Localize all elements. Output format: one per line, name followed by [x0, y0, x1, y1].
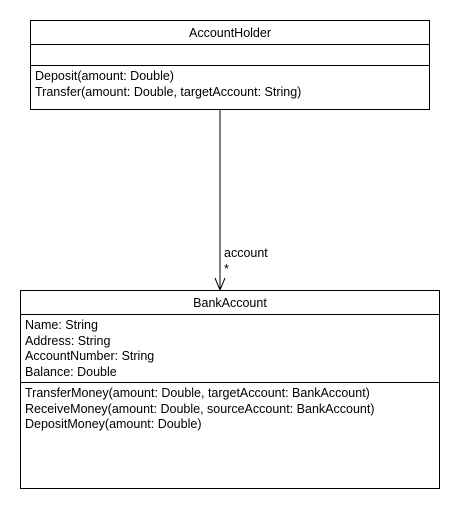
attributes-compartment: Name: String Address: String AccountNumb…	[21, 315, 439, 383]
attribute-balance: Balance: Double	[25, 365, 117, 380]
attribute-account-number: AccountNumber: String	[25, 349, 155, 364]
operation-transfer: Transfer(amount: Double, targetAccount: …	[35, 84, 302, 99]
attribute-address: Address: String	[25, 333, 111, 348]
operation-deposit-money: DepositMoney(amount: Double)	[25, 417, 202, 432]
association-role-label: account	[224, 246, 268, 260]
operation-transfer-money: TransferMoney(amount: Double, targetAcco…	[25, 386, 370, 400]
association-multiplicity-label: *	[224, 262, 229, 276]
class-name: BankAccount	[21, 291, 439, 315]
operations-compartment: TransferMoney(amount: Double, targetAcco…	[21, 383, 439, 435]
attribute-name: Name: String	[25, 318, 98, 332]
operation-deposit: Deposit(amount: Double)	[35, 69, 174, 83]
operations-compartment: Deposit(amount: Double) Transfer(amount:…	[31, 66, 429, 109]
class-account-holder[interactable]: AccountHolder Deposit(amount: Double) Tr…	[30, 20, 430, 110]
attributes-compartment	[31, 45, 429, 66]
operation-receive-money: ReceiveMoney(amount: Double, sourceAccou…	[25, 401, 375, 416]
class-bank-account[interactable]: BankAccount Name: String Address: String…	[20, 290, 440, 489]
class-name: AccountHolder	[31, 21, 429, 45]
